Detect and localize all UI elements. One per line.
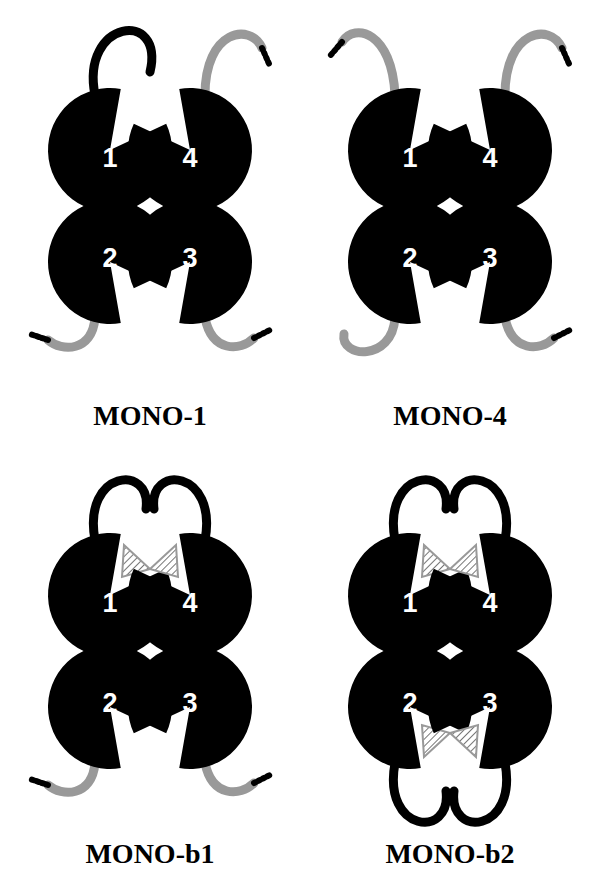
subunit: 4 <box>128 533 252 657</box>
hatched-triangle <box>450 545 478 577</box>
panel-label: MONO-b2 <box>385 838 514 870</box>
subunit-number: 2 <box>48 243 172 274</box>
panel-label: MONO-4 <box>393 400 507 432</box>
subunit-number: 2 <box>348 243 472 274</box>
subunit: 4 <box>428 88 552 212</box>
subunit: 4 <box>428 533 552 657</box>
subunit-number: 4 <box>428 588 552 619</box>
subunit-number: 1 <box>348 588 472 619</box>
subunit-number: 4 <box>128 143 252 174</box>
subunit-number: 4 <box>428 143 552 174</box>
subunit-number: 1 <box>348 143 472 174</box>
subunit-number: 3 <box>428 688 552 719</box>
subunit: 3 <box>128 200 252 324</box>
subunit-number: 3 <box>428 243 552 274</box>
hatched-triangle <box>450 725 478 757</box>
subunit-number: 1 <box>48 143 172 174</box>
subunit: 3 <box>128 645 252 769</box>
subunit-number: 1 <box>48 588 172 619</box>
subunit: 3 <box>428 645 552 769</box>
subunit-number: 4 <box>128 588 252 619</box>
subunit: 3 <box>428 200 552 324</box>
subunit-number: 3 <box>128 243 252 274</box>
subunit-number: 3 <box>128 688 252 719</box>
panel-label: MONO-b1 <box>85 838 214 870</box>
hatched-triangle <box>150 545 178 577</box>
subunit-number: 2 <box>348 688 472 719</box>
panel-label: MONO-1 <box>93 400 207 432</box>
subunit: 4 <box>128 88 252 212</box>
subunit-number: 2 <box>48 688 172 719</box>
